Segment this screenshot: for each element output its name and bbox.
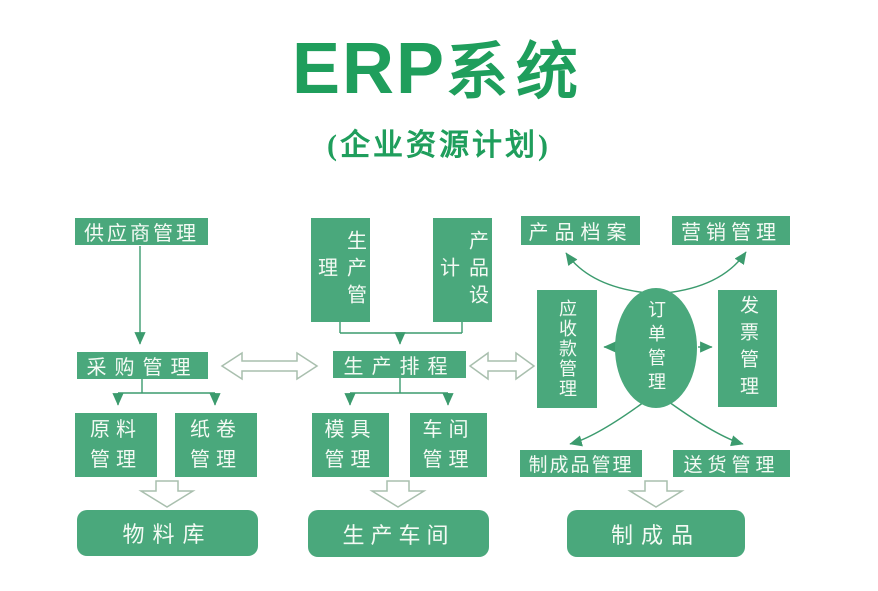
node-label: 纸卷管理 (190, 419, 242, 471)
node-label: 生产管理 (314, 229, 366, 311)
node-workshop-management: 车间管理 (410, 413, 487, 477)
node-label: 产品设计 (436, 229, 488, 311)
node-delivery-management: 送货管理 (673, 450, 790, 477)
node-label: 制成品 (610, 522, 701, 548)
node-marketing-management: 营销管理 (672, 216, 790, 245)
node-label: 模具管理 (324, 419, 377, 471)
node-label: 应收款管理 (557, 299, 577, 399)
double-arrow-scheduling-receivables (468, 351, 536, 381)
page-subtitle: (企业资源计划) (327, 129, 551, 162)
node-label: 车间管理 (422, 419, 475, 471)
node-label: 采购管理 (86, 357, 199, 379)
branch-purchase (118, 379, 215, 394)
node-production-scheduling: 生产排程 (333, 351, 466, 378)
node-production-management: 生产管理 (311, 218, 370, 322)
node-label: 原料管理 (90, 419, 142, 471)
node-paper-roll-management: 纸卷管理 (175, 413, 257, 477)
arrow-order-to-marketing (664, 251, 747, 294)
title-zh-text: 系统 (446, 39, 587, 107)
branch-scheduling (350, 378, 448, 394)
block-arrow-to-production-workshop (369, 480, 427, 508)
node-purchase-management: 采购管理 (77, 352, 208, 379)
node-finished-product-management: 制成品管理 (520, 450, 642, 477)
node-finished-goods: 制成品 (567, 510, 745, 557)
node-label: 物料库 (122, 522, 213, 547)
node-mold-management: 模具管理 (312, 413, 389, 477)
node-label: 供应商管理 (84, 223, 199, 245)
node-label: 产品档案 (528, 222, 633, 244)
node-product-archive: 产品档案 (521, 216, 640, 245)
double-arrow-purchase-scheduling (220, 351, 319, 381)
page-title: ERP系统 (0, 30, 878, 128)
node-material-store: 物料库 (77, 510, 258, 556)
block-arrow-to-material-store (138, 480, 196, 508)
node-label: 生产车间 (342, 522, 455, 548)
node-label: 生产排程 (343, 356, 456, 378)
block-arrow-to-finished-goods (627, 480, 685, 508)
node-invoice-management: 发票管理 (718, 290, 777, 407)
node-product-design: 产品设计 (433, 218, 492, 322)
arrow-order-to-finished-mgmt (569, 401, 645, 447)
node-label: 发票管理 (737, 294, 758, 403)
node-label: 订单管理 (646, 300, 666, 396)
title-erp-text: ERP (291, 29, 447, 109)
merge-to-scheduling (339, 322, 463, 334)
node-raw-material-management: 原料管理 (75, 413, 157, 477)
node-label: 制成品管理 (528, 455, 634, 476)
arrow-order-to-delivery (668, 401, 744, 447)
node-receivables-management: 应收款管理 (537, 290, 597, 408)
node-production-workshop: 生产车间 (308, 510, 489, 557)
node-label: 营销管理 (681, 222, 781, 244)
node-supplier-management: 供应商管理 (75, 218, 208, 245)
node-order-management-ellipse: 订单管理 (615, 288, 697, 408)
node-label: 送货管理 (683, 455, 780, 476)
arrow-order-to-product-archive (565, 252, 649, 294)
